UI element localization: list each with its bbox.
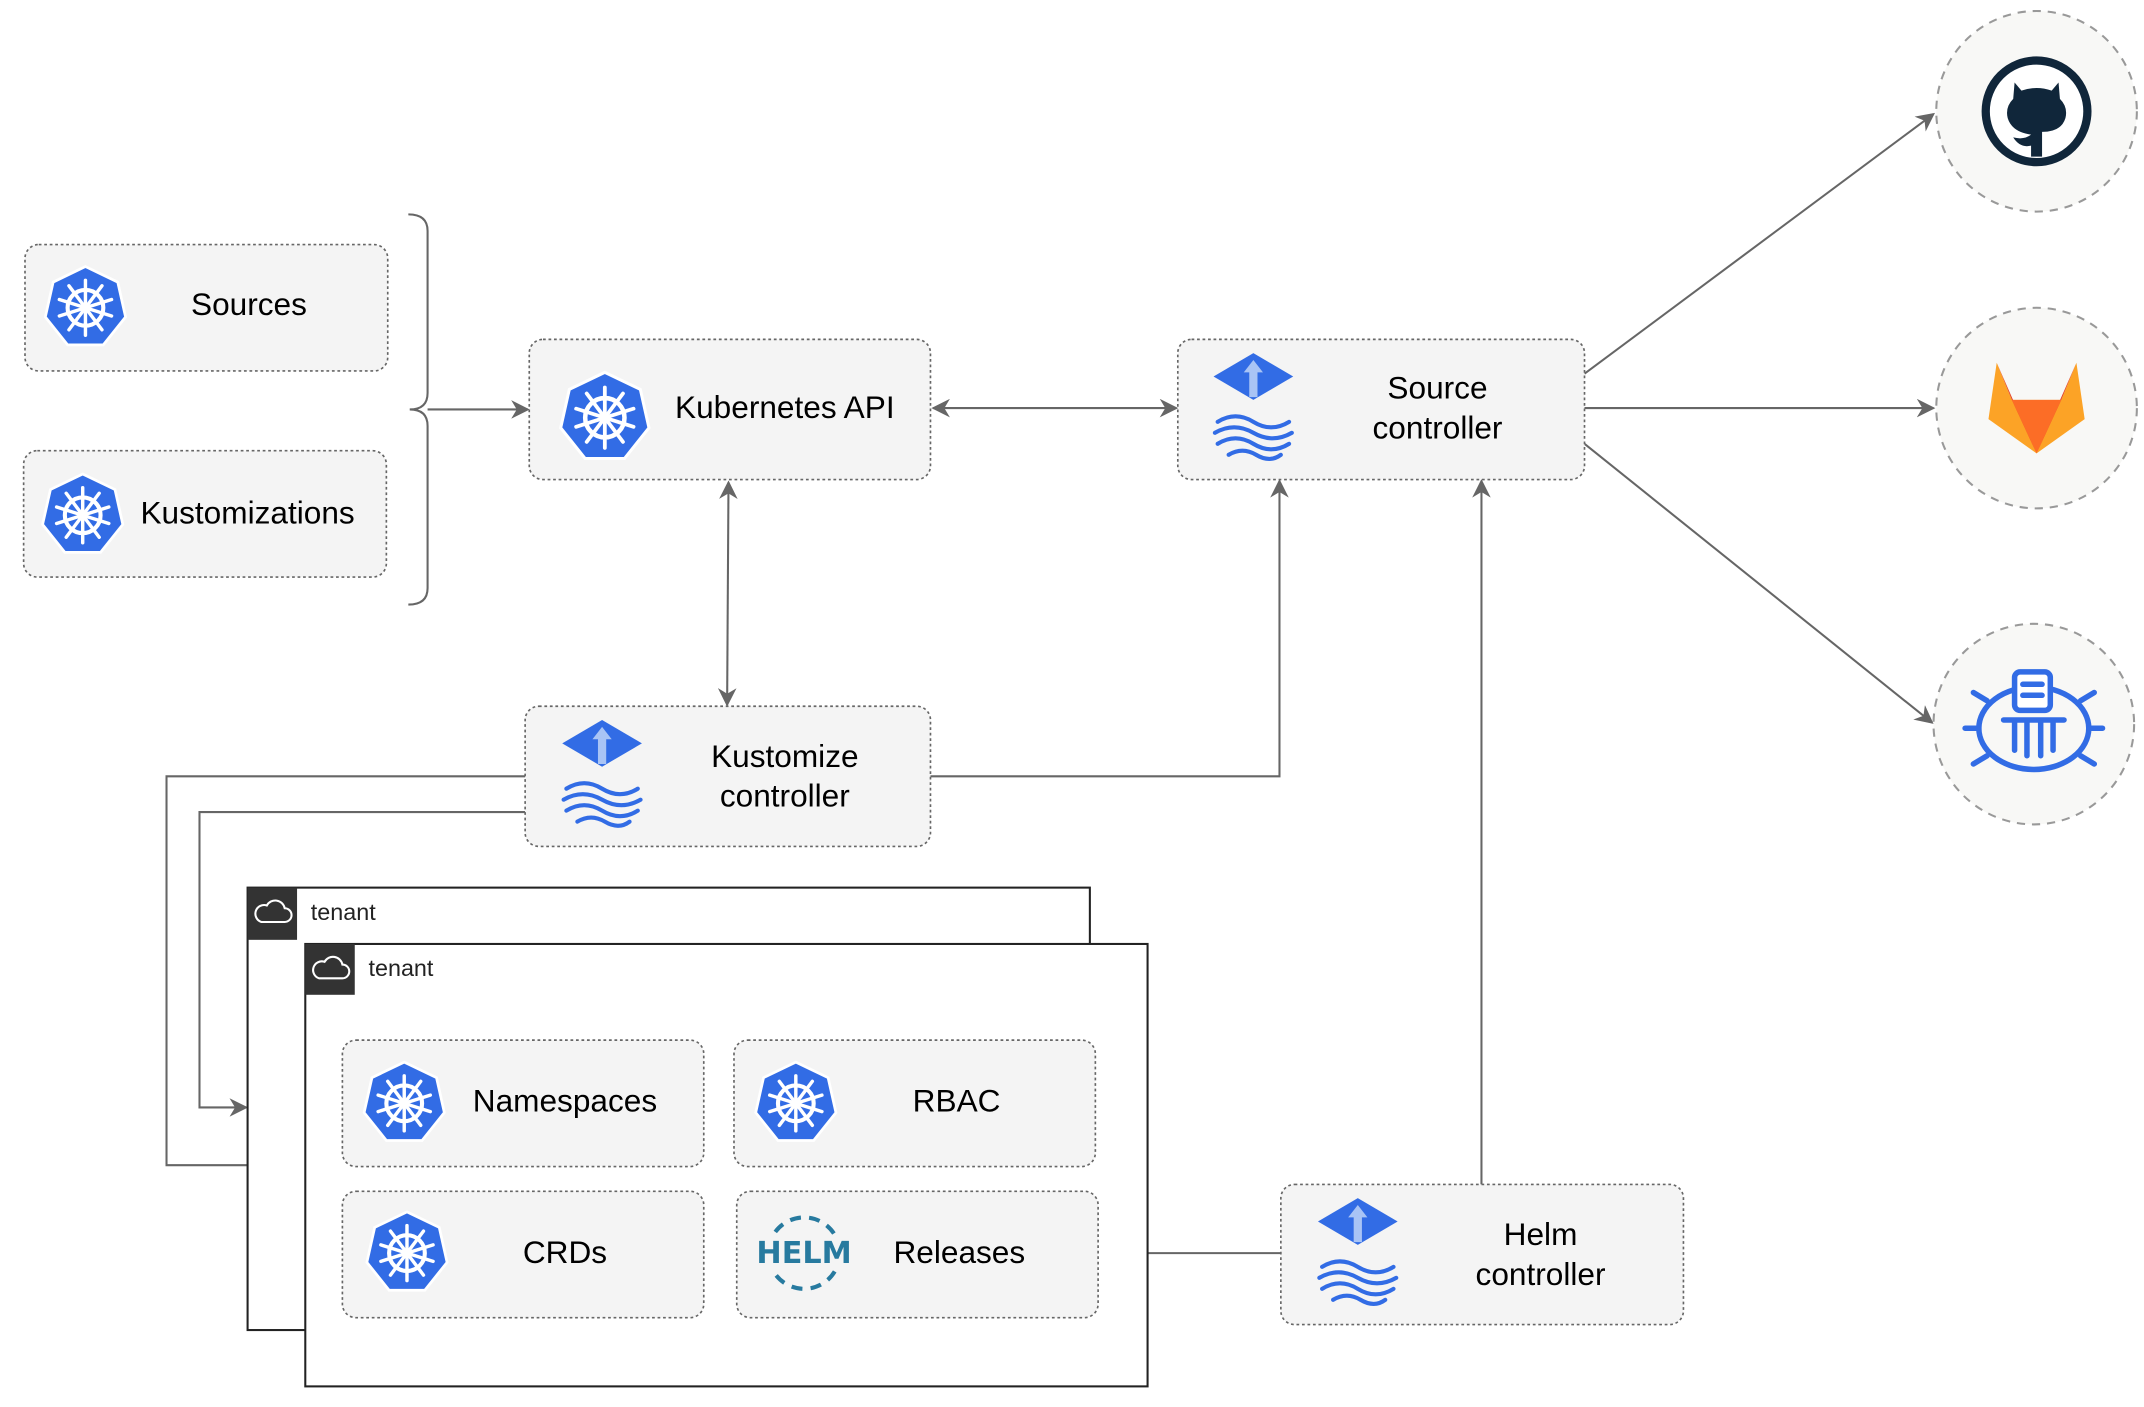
sources-label: Sources — [191, 286, 307, 322]
svg-text:controller: controller — [720, 778, 850, 814]
arrow-source-bucket — [1583, 443, 1934, 724]
github-node — [1935, 9, 2138, 213]
svg-text:controller: controller — [1476, 1256, 1606, 1292]
arrow-source-github — [1583, 112, 1936, 375]
arrow-kustomize-source — [930, 479, 1289, 778]
gitlab-icon — [1988, 362, 2085, 454]
kustomizations-node: Kustomizations — [22, 449, 388, 578]
rbac-node: RBAC — [733, 1039, 1097, 1168]
tenant-label: tenant — [311, 899, 376, 925]
svg-text:Namespaces: Namespaces — [473, 1083, 657, 1119]
helm-icon: HELM — [756, 1215, 852, 1291]
arrow-kustomize-tenant-back — [198, 811, 526, 1117]
kustomize-controller-node: Kustomize controller — [524, 705, 932, 848]
kubernetes-api-label: Kubernetes API — [675, 389, 895, 425]
bucket-icon — [1962, 669, 2106, 773]
releases-node: HELM Releases — [735, 1190, 1099, 1319]
svg-text:Helm: Helm — [1504, 1216, 1578, 1252]
helm-controller-node: Helm controller — [1280, 1183, 1685, 1326]
svg-text:CRDs: CRDs — [523, 1234, 607, 1270]
svg-text:RBAC: RBAC — [913, 1083, 1001, 1119]
svg-text:controller: controller — [1373, 409, 1503, 445]
github-icon — [1981, 56, 2092, 167]
svg-text:Releases: Releases — [893, 1234, 1025, 1270]
kubernetes-api-node: Kubernetes API — [528, 338, 932, 481]
svg-text:Source: Source — [1387, 370, 1487, 406]
svg-text:Kustomize: Kustomize — [711, 738, 858, 774]
bucket-node — [1932, 622, 2136, 826]
namespaces-node: Namespaces — [341, 1039, 705, 1168]
arrow-kustomize-tenant-front — [165, 775, 526, 1175]
tenant-front: tenant Namespaces RBAC CRDs HELM Release… — [304, 942, 1149, 1388]
tenant-label: tenant — [369, 955, 434, 981]
grouping-brace — [408, 213, 429, 606]
arrow-api-kustomize — [717, 480, 738, 707]
crds-node: CRDs — [341, 1190, 705, 1319]
sources-node: Sources — [24, 243, 389, 372]
svg-text:HELM: HELM — [756, 1236, 851, 1271]
gitlab-node — [1935, 306, 2138, 510]
source-controller-node: Source controller — [1176, 338, 1586, 481]
kustomizations-label: Kustomizations — [140, 495, 354, 531]
connectors — [165, 112, 1936, 1263]
